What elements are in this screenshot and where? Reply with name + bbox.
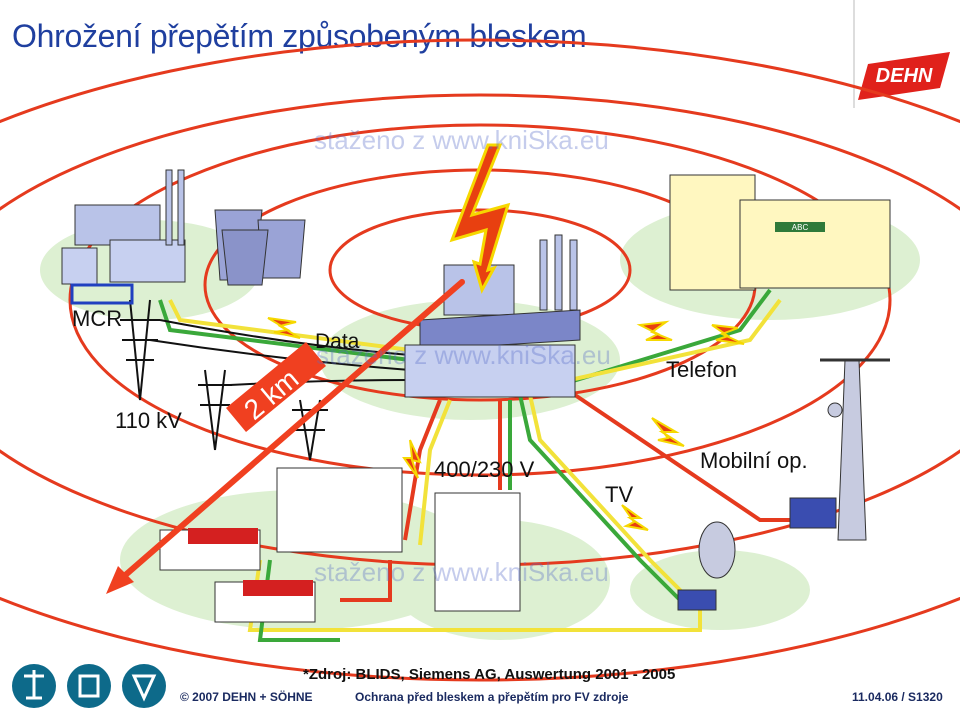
satellite-dish <box>677 521 736 611</box>
footer-page: 11.04.06 / S1320 <box>852 690 943 704</box>
dehn-logo-shape <box>858 52 950 100</box>
label-mobile: Mobilní op. <box>700 448 808 473</box>
label-power: 400/230 V <box>434 457 535 482</box>
source-note: *Zdroj: BLIDS, Siemens AG, Auswertung 20… <box>303 666 676 683</box>
mobile-tower <box>789 358 890 541</box>
cables <box>158 288 790 642</box>
label-data: Data <box>315 330 360 353</box>
footer-subject: Ochrana před bleskem a přepětím pro FV z… <box>355 690 629 704</box>
label-tv: TV <box>605 482 634 507</box>
recycling-icon <box>67 664 111 708</box>
mcr-plant <box>61 169 306 305</box>
dehn-logo-text: DEHN <box>875 64 933 87</box>
label-110kv: 110 kV <box>115 408 182 433</box>
slide-title: Ohrožení přepětím způsobeným bleskem <box>12 18 587 54</box>
footer-copyright: © 2007 DEHN + SÖHNE <box>180 690 313 704</box>
label-mcr: MCR <box>72 306 123 331</box>
residential-buildings <box>159 467 521 623</box>
watermark-top: staženo z www.kniSka.eu <box>314 125 609 155</box>
surge-bolts <box>267 317 745 531</box>
dehn-logo: DEHN <box>858 52 950 100</box>
watermark-bottom: staženo z www.kniSka.eu <box>314 557 609 587</box>
header-divider <box>853 0 855 108</box>
watermark-middle: staženo z www.kniSka.eu <box>316 340 611 370</box>
lightning-bolt-icon <box>449 143 511 294</box>
office-buildings: ABC <box>669 174 891 291</box>
label-telefon: Telefon <box>666 357 737 382</box>
shop-sign: ABC <box>792 223 809 232</box>
distance-arrow <box>106 279 465 594</box>
footer-icons <box>12 664 166 708</box>
